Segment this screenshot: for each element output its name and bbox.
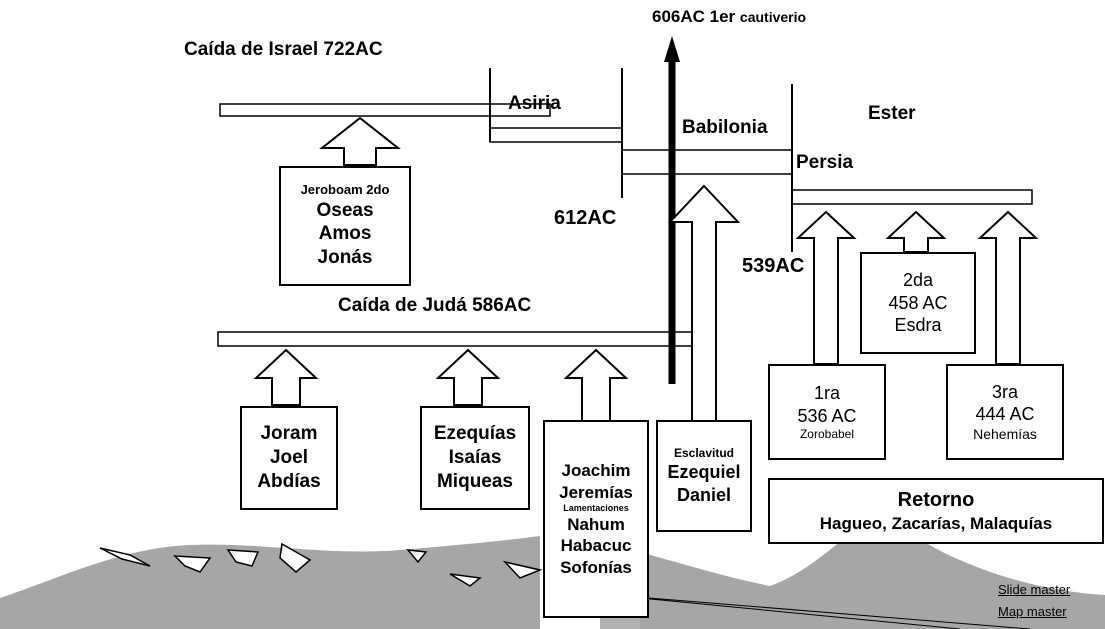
captivity-label-small: cautiverio <box>739 9 807 25</box>
israel-timeline-bar <box>219 103 551 117</box>
return2-box: 2da 458 AC Esdra <box>860 252 976 354</box>
juda-timeline-bar <box>217 331 699 347</box>
box-line: Jonás <box>317 247 373 268</box>
box-line: 2da <box>902 270 934 291</box>
box-line: Zorobabel <box>799 427 855 441</box>
asiria-label: Asiria <box>508 93 561 114</box>
box-line: Jeroboam 2do <box>300 182 390 198</box>
ezequias-arrow <box>435 348 501 406</box>
box-line: Ezequiel <box>667 462 741 482</box>
exile-arrow <box>667 184 741 422</box>
box-line: Lamentaciones <box>563 502 629 513</box>
box-line: Nehemías <box>973 425 1037 442</box>
retorno-subtitle: Hagueo, Zacarías, Malaquías <box>819 513 1053 533</box>
mountain-landscape <box>0 518 1105 629</box>
box-line: Miqueas <box>436 470 514 492</box>
captivity-label-main: 606AC 1er <box>652 7 736 26</box>
box-line: 444 AC <box>975 404 1035 425</box>
joachim-arrow <box>563 348 629 422</box>
babilonia-label: Babilonia <box>682 117 768 138</box>
map-master-link[interactable]: Map master <box>998 604 1067 619</box>
return2-arrow <box>885 210 947 253</box>
juda-fall-label: Caída de Judá 586AC <box>338 295 532 316</box>
ezequias-box: Ezequías Isaías Miqueas <box>420 406 530 510</box>
return1-arrow <box>795 210 857 365</box>
box-line: Sofonías <box>560 557 632 577</box>
joram-box: Joram Joel Abdías <box>240 406 338 510</box>
box-line: Joachim <box>561 461 631 481</box>
box-line: Daniel <box>676 484 732 505</box>
joram-arrow <box>253 348 319 406</box>
asiria-bar <box>489 127 623 143</box>
box-line: Esdra <box>894 315 942 336</box>
return1-box: 1ra 536 AC Zorobabel <box>768 364 886 460</box>
israel-fall-label: Caída de Israel 722AC <box>184 39 383 60</box>
box-line: Joel <box>269 447 309 469</box>
box-line: Jeremías <box>559 482 633 502</box>
israel-prophets-box: Jeroboam 2do Oseas Amos Jonás <box>279 166 411 286</box>
box-line: Habacuc <box>560 536 632 556</box>
return3-box: 3ra 444 AC Nehemías <box>946 364 1064 460</box>
box-line: Isaías <box>448 447 502 469</box>
date-539-label: 539AC <box>742 255 805 277</box>
persia-label: Persia <box>796 152 854 173</box>
joachim-box: Joachim Jeremías Lamentaciones Nahum Hab… <box>543 420 649 618</box>
box-line: Joram <box>260 423 318 445</box>
date-612-label: 612AC <box>554 207 617 229</box>
babilonia-bar <box>621 149 793 175</box>
box-line: 536 AC <box>797 405 857 426</box>
ester-label: Ester <box>868 103 916 124</box>
box-line: 3ra <box>991 381 1018 402</box>
retorno-title: Retorno <box>897 488 975 511</box>
box-line: Nahum <box>567 515 625 534</box>
box-line: 458 AC <box>888 292 948 313</box>
persia-bar <box>791 189 1033 205</box>
return3-arrow <box>977 210 1039 365</box>
box-line: 1ra <box>813 383 840 403</box>
box-line: Amos <box>318 223 372 245</box>
box-line: Abdías <box>257 470 321 492</box>
slide-master-link[interactable]: Slide master <box>998 582 1071 597</box>
retorno-box: Retorno Hagueo, Zacarías, Malaquías <box>768 478 1104 544</box>
israel-prophets-arrow <box>319 116 401 166</box>
box-line: Esclavitud <box>673 446 735 460</box>
captivity-arrow-head <box>664 36 680 62</box>
exile-box: Esclavitud Ezequiel Daniel <box>656 420 752 532</box>
box-line: Ezequías <box>433 423 517 445</box>
box-line: Oseas <box>316 199 374 221</box>
captivity-label: 606AC 1er cautiverio <box>652 8 806 25</box>
